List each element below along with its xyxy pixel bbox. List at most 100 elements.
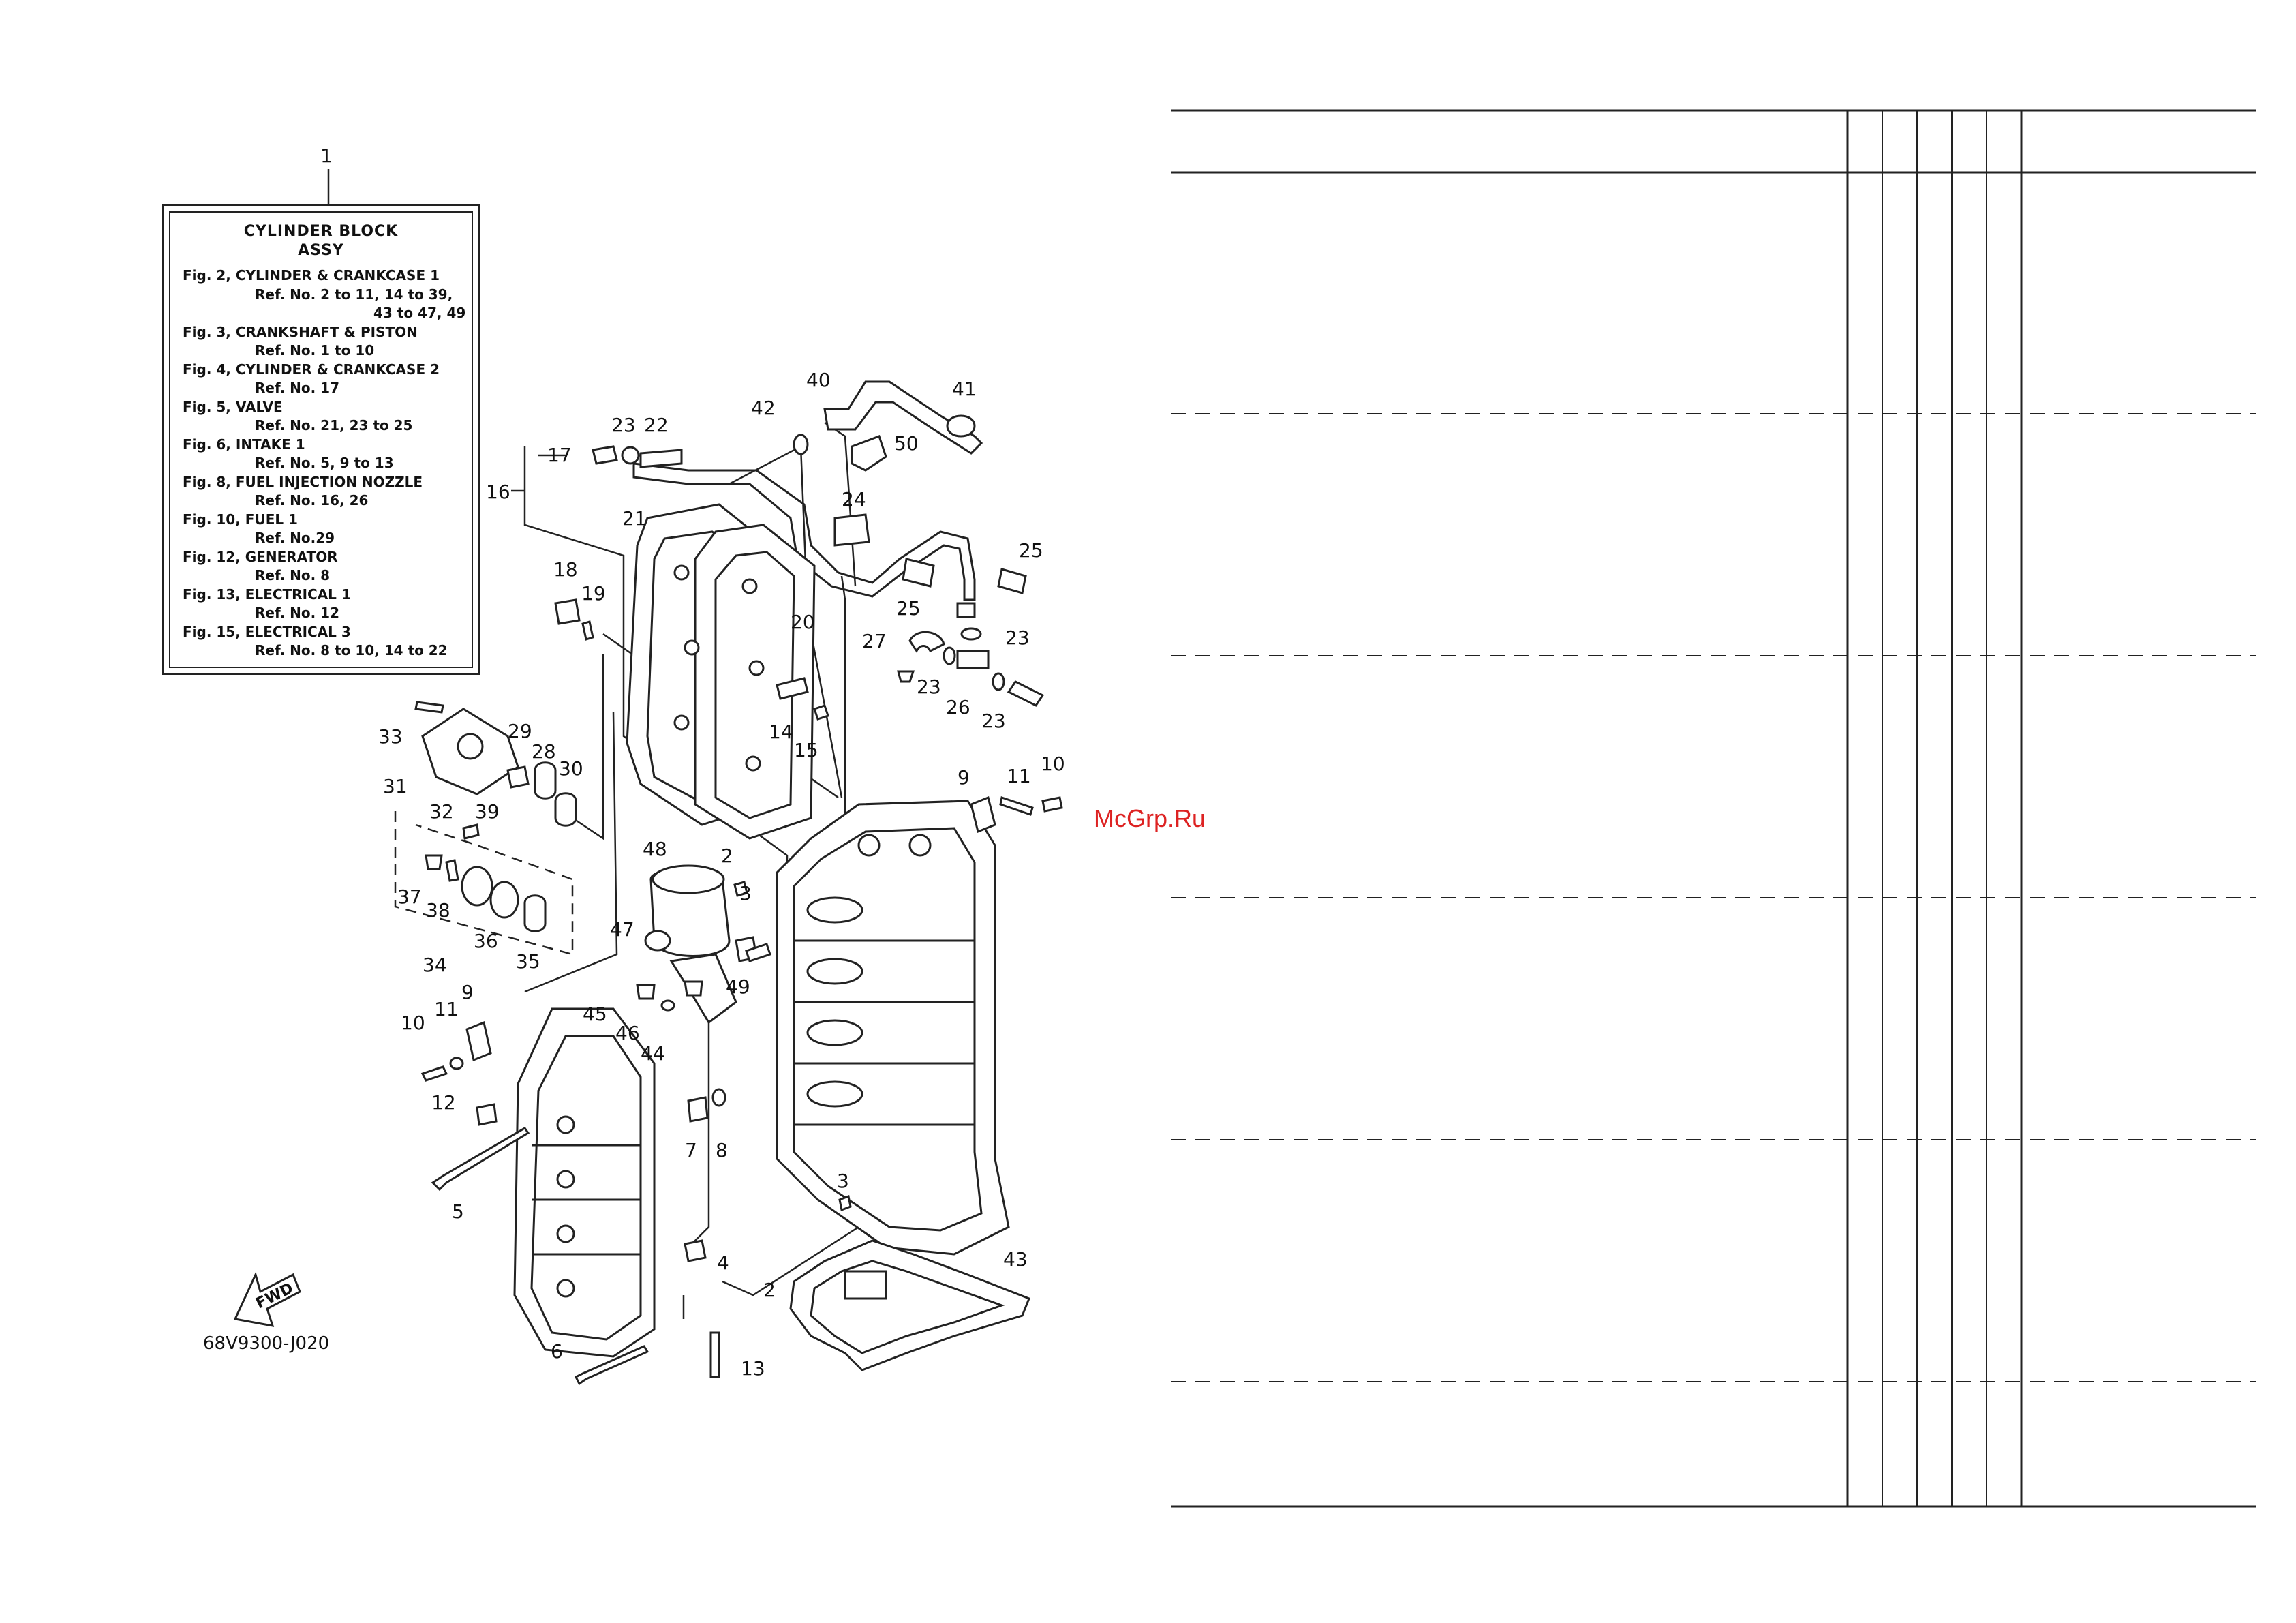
legend-line: Ref. No. 17 [255,380,340,396]
callout-label: 39 [475,800,500,823]
callout-label: 2 [763,1279,776,1301]
legend-line: Fig. 15, ELECTRICAL 3 [183,623,351,640]
legend-line: Ref. No. 21, 23 to 25 [255,417,413,434]
legend-line: Fig. 13, ELECTRICAL 1 [183,586,351,603]
callout-label: 12 [431,1091,456,1114]
callout-label: 42 [751,397,776,419]
callout-label: 19 [581,582,606,605]
callout-label: 25 [896,597,921,620]
callout-label: 5 [452,1200,464,1223]
legend-reference-list: Fig. 2, CYLINDER & CRANKCASE 1 Ref. No. 2… [183,267,466,661]
callout-label: 46 [615,1022,640,1044]
callout-label: 9 [958,766,970,789]
callout-label: 6 [551,1340,563,1363]
hose-assembly [632,380,1045,707]
callout-label: 10 [401,1012,425,1034]
callout-label: 4 [717,1252,729,1274]
callout-label: 35 [516,950,540,973]
callout-label: 33 [378,725,403,748]
assembly-legend-inner: CYLINDER BLOCK ASSY Fig. 2, CYLINDER & C… [169,211,473,668]
callout-label: 28 [532,740,556,763]
callout-label: 23 [981,710,1006,732]
callout-label: 15 [794,739,818,761]
callout-label: 43 [1003,1248,1028,1271]
callout-label: 44 [641,1042,665,1065]
callout-label: 13 [741,1357,765,1380]
cover-plate-and-gasket [626,503,816,840]
legend-line: Fig. 12, GENERATOR [183,548,338,565]
callout-label: 30 [559,757,583,780]
callout-label: 36 [474,930,498,952]
callout-label: 27 [862,630,887,652]
callout-label: 3 [837,1170,849,1192]
callout-label: 24 [842,488,866,511]
callout-label: 23 [917,676,941,698]
callout-label: 20 [791,611,815,633]
legend-line: 43 to 47, 49 [373,305,466,321]
legend-line: Fig. 6, INTAKE 1 [183,436,305,453]
callout-label: 34 [423,954,447,976]
callout-label: 41 [952,378,977,400]
legend-line: Fig. 4, CYLINDER & CRANKCASE 2 [183,361,440,378]
callout-labels: 1 40 41 42 50 23 22 17 16 24 21 25 25 18… [320,145,1065,1380]
callout-label: 45 [583,1003,607,1025]
cylinder-block-main [776,800,1010,1256]
legend-line: Ref. No. 8 [255,567,331,583]
callout-label: 7 [685,1139,697,1162]
loose-bolts [420,677,1063,1386]
callout-label: 16 [486,481,510,503]
legend-line: Fig. 10, FUEL 1 [183,511,298,528]
callout-label: 50 [894,432,919,455]
callout-label: 29 [508,720,532,742]
callout-label: 11 [1007,765,1031,787]
crankcase-left [513,1007,656,1358]
callout-label: 25 [1019,539,1043,562]
callout-label: 31 [383,775,408,798]
callout-label: 37 [397,885,422,908]
small-fittings [592,414,1027,691]
callout-label: 21 [622,507,647,530]
drawing-code: 68V9300-J020 [203,1333,330,1354]
legend-line: Ref. No. 2 to 11, 14 to 39, [255,286,453,303]
legend-line: Ref. No. 16, 26 [255,492,369,509]
dashed-group-34 [394,811,574,956]
watermark: McGrp.Ru [1094,804,1206,832]
fwd-arrow: FWD [233,1271,301,1327]
assembly-legend-box: CYLINDER BLOCK ASSY Fig. 2, CYLINDER & C… [162,204,480,675]
parts-table-grid [1171,109,2256,1508]
callout-label: 18 [553,558,578,581]
callout-label: 32 [429,800,454,823]
legend-line: Fig. 8, FUEL INJECTION NOZZLE [183,473,423,490]
gasket-43 [789,1239,1030,1371]
legend-line: Ref. No. 5, 9 to 13 [255,455,394,471]
callout-label: 9 [461,981,474,1003]
callout-label: 3 [739,882,752,905]
callout-label: 47 [610,918,634,941]
callout-label: 40 [806,369,831,391]
callout-label: 17 [547,444,572,466]
callout-label: 10 [1041,753,1065,775]
legend-line: Fig. 5, VALVE [183,398,283,415]
legend-title-line2: ASSY [298,241,344,259]
callout-label: 14 [769,721,793,743]
callout-label: 49 [726,975,750,998]
callout-label: 23 [611,414,636,436]
legend-line: Fig. 3, CRANKSHAFT & PISTON [183,323,418,340]
legend-line: Ref. No. 8 to 10, 14 to 22 [255,642,448,658]
thermostat-cover-group [414,598,594,827]
legend-line: Fig. 2, CYLINDER & CRANKCASE 1 [183,267,440,284]
legend-line: Ref. No.29 [255,530,335,546]
callout-label: 11 [434,998,459,1020]
callout-label: 22 [644,414,669,436]
oil-filter-group [636,864,771,1025]
legend-line: Ref. No. 1 to 10 [255,342,375,359]
callout-label: 2 [721,845,733,867]
callout-label: 26 [946,696,970,718]
legend-title-line1: CYLINDER BLOCK [243,223,399,240]
callout-label: 1 [320,145,333,167]
group-34-parts [425,823,547,932]
callout-label: 8 [716,1139,728,1162]
callout-label: 38 [426,899,450,922]
callout-label: 23 [1005,626,1030,649]
